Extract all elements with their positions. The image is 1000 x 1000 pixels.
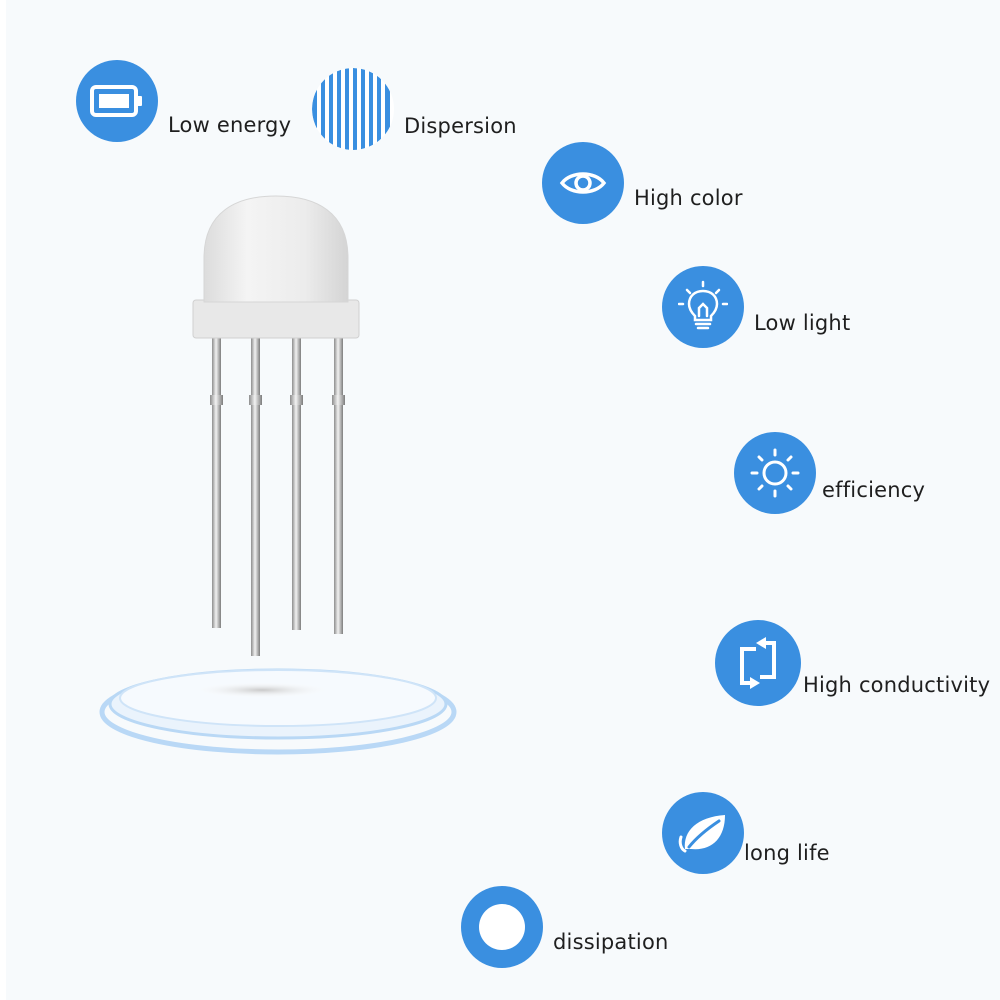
leaf-icon (678, 815, 725, 853)
eye-icon (559, 172, 607, 194)
battery-icon (90, 85, 142, 117)
feature-label: Low energy (168, 113, 292, 137)
feature-label: dissipation (553, 930, 669, 954)
leaf-icon-badge (662, 792, 744, 874)
refresh-arrows-icon (740, 637, 776, 689)
refresh-arrows-icon-badge (715, 620, 801, 706)
feature-efficiency: efficiency (734, 432, 925, 514)
feature-high-color: High color (542, 142, 743, 224)
feature-label: efficiency (822, 478, 926, 502)
feature-label: long life (744, 841, 830, 865)
platform-rings (99, 668, 457, 755)
light-bulb-icon-badge (662, 266, 744, 348)
feature-low-energy: Low energy (76, 60, 291, 142)
feature-long-life: long life (662, 792, 830, 874)
ring-icon-badge (461, 886, 543, 968)
left-edge-strip (0, 0, 6, 1000)
ring-icon (479, 904, 525, 950)
vertical-lines-icon-badge (312, 68, 394, 150)
feature-label: Low light (754, 311, 851, 335)
feature-label: High conductivity (803, 673, 991, 697)
feature-dissipation: dissipation (461, 886, 669, 968)
led-legs (210, 338, 345, 656)
battery-icon-badge (76, 60, 158, 142)
feature-dispersion: Dispersion (312, 68, 517, 150)
sun-icon-badge (734, 432, 816, 514)
feature-label: High color (634, 186, 743, 210)
feature-low-light: Low light (662, 266, 850, 348)
sun-icon (750, 448, 800, 498)
led-dome (192, 195, 360, 339)
eye-icon-badge (542, 142, 624, 224)
feature-label: Dispersion (404, 114, 517, 138)
vertical-lines-icon (312, 68, 390, 150)
feature-high-conductivity: High conductivity (715, 620, 990, 706)
light-bulb-icon (678, 280, 728, 330)
